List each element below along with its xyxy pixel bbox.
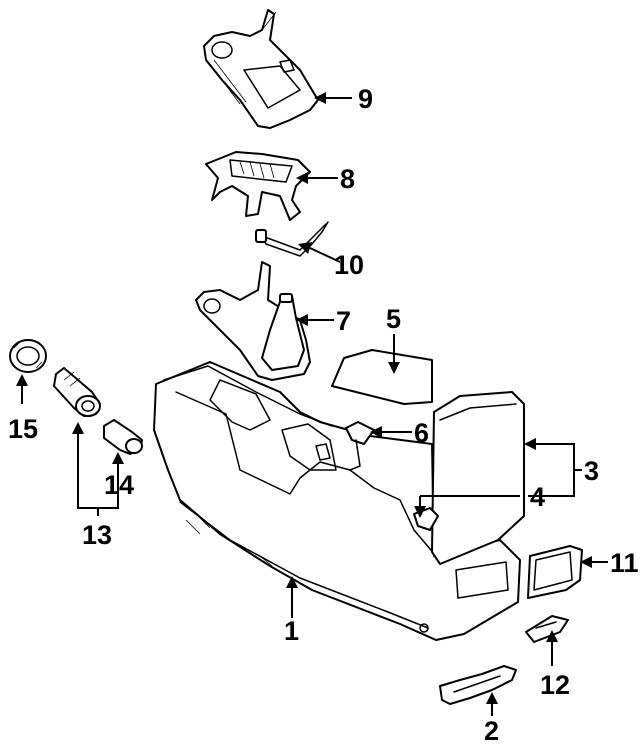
part-1-console-body bbox=[153, 361, 521, 641]
part-11-pocket bbox=[527, 545, 583, 599]
part-5-console-pad bbox=[331, 349, 433, 405]
callout-5: 5 bbox=[386, 304, 401, 334]
callout-9: 9 bbox=[358, 84, 373, 114]
callout-14: 14 bbox=[104, 470, 134, 500]
callout-1: 1 bbox=[284, 616, 299, 646]
callout-15: 15 bbox=[8, 414, 38, 444]
callout-6: 6 bbox=[414, 418, 429, 448]
leader-lines bbox=[16, 92, 608, 716]
callout-7: 7 bbox=[336, 306, 351, 336]
part-7-console-bezel bbox=[195, 261, 311, 381]
part-13-lighter-socket bbox=[53, 367, 101, 417]
callout-2: 2 bbox=[484, 716, 499, 746]
callout-8: 8 bbox=[340, 164, 355, 194]
part-15-lighter-ring bbox=[9, 339, 47, 373]
part-12-bracket bbox=[525, 615, 569, 643]
part-14-lighter-plug bbox=[103, 419, 143, 455]
callout-10: 10 bbox=[334, 250, 364, 280]
part-2-bracket bbox=[439, 665, 517, 705]
part-6-brake-boot bbox=[345, 421, 375, 471]
part-8-shift-indicator bbox=[205, 151, 311, 221]
callout-4: 4 bbox=[530, 482, 545, 512]
callout-12: 12 bbox=[540, 670, 570, 700]
part-3-armrest-lid bbox=[431, 391, 525, 565]
callout-13: 13 bbox=[82, 520, 112, 550]
callout-11: 11 bbox=[610, 548, 639, 578]
callout-3: 3 bbox=[584, 456, 599, 486]
part-9-shift-bezel bbox=[203, 9, 319, 129]
